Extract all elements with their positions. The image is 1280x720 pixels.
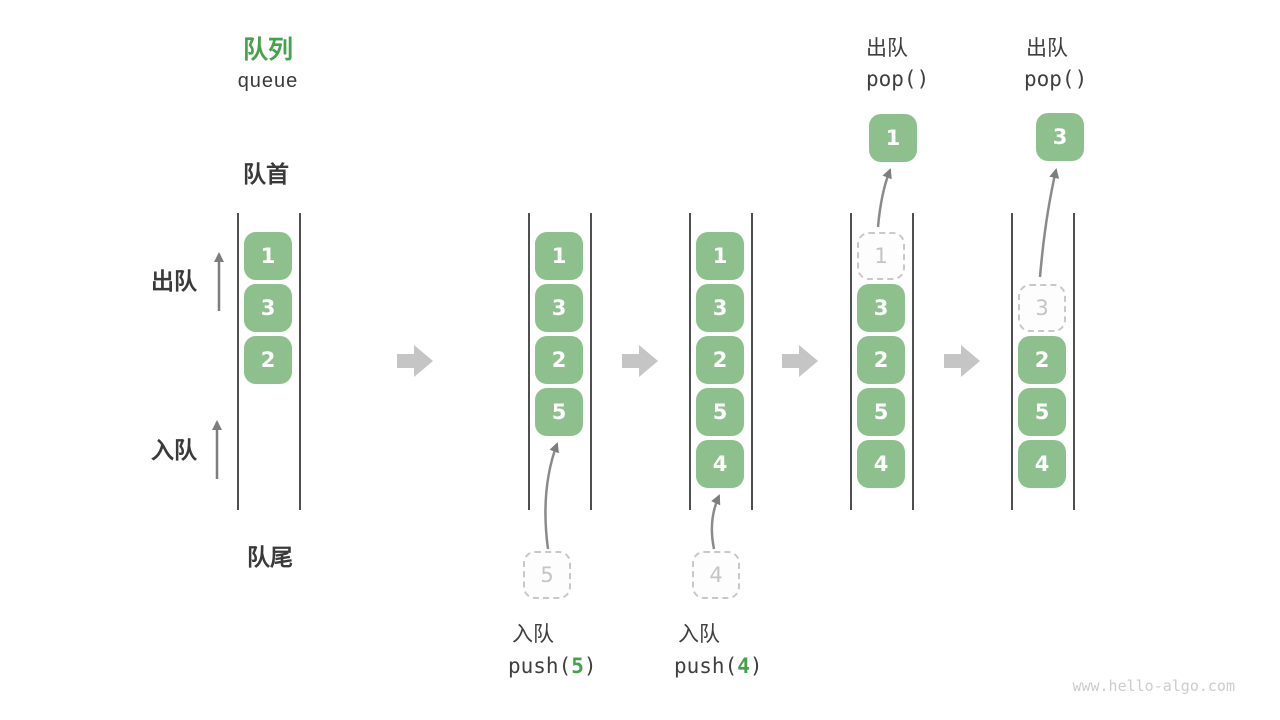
popped-cell: 1 <box>869 114 917 162</box>
queue-wall-right <box>590 213 592 510</box>
queue-cell: 2 <box>696 336 744 384</box>
queue-wall-left <box>237 213 239 510</box>
queue-cell: 4 <box>696 440 744 488</box>
queue-wall-left <box>1011 213 1013 510</box>
queue-cell: 2 <box>535 336 583 384</box>
pending-enqueue-cell: 4 <box>692 551 740 599</box>
queue-wall-left <box>689 213 691 510</box>
page-title: 队列 <box>242 36 294 64</box>
right-arrow-icon <box>944 345 980 377</box>
code-arg: 5 <box>571 654 584 678</box>
dequeue-side-label: 出队 <box>151 268 197 294</box>
queue-wall-right <box>1073 213 1075 510</box>
right-arrow-icon <box>622 345 658 377</box>
dequeue-op-label: 出队 <box>866 37 908 60</box>
queue-cell: 1 <box>535 232 583 280</box>
queue-cell: 3 <box>535 284 583 332</box>
dequeue-op-label: 出队 <box>1026 37 1068 60</box>
code-fn: push( <box>508 654 572 678</box>
curved-arrow-icon <box>710 494 721 550</box>
queue-wall-right <box>751 213 753 510</box>
watermark: www.hello-algo.com <box>1072 677 1235 695</box>
queue-cell: 5 <box>696 388 744 436</box>
queue-cell: 4 <box>857 440 905 488</box>
page-subtitle: queue <box>237 70 299 92</box>
queue-wall-right <box>299 213 301 510</box>
enqueue-op-label: 入队 <box>678 623 720 646</box>
curved-arrow-icon <box>876 168 892 228</box>
enqueue-op-code: push(5) <box>508 654 597 678</box>
queue-cell: 5 <box>857 388 905 436</box>
queue-wall-left <box>850 213 852 510</box>
removed-cell: 1 <box>857 232 905 280</box>
dequeue-op-code: pop() <box>866 67 930 91</box>
queue-cell: 1 <box>696 232 744 280</box>
queue-cell: 5 <box>535 388 583 436</box>
queue-cell: 2 <box>1018 336 1066 384</box>
right-arrow-icon <box>782 345 818 377</box>
queue-wall-left <box>528 213 530 510</box>
code-close: ) <box>583 654 597 678</box>
queue-cell: 4 <box>1018 440 1066 488</box>
right-arrow-icon <box>397 345 433 377</box>
queue-front-label: 队首 <box>243 161 289 187</box>
curved-arrow-icon <box>544 442 559 550</box>
queue-cell: 3 <box>857 284 905 332</box>
enqueue-op-label: 入队 <box>512 623 554 646</box>
queue-cell: 3 <box>696 284 744 332</box>
queue-rear-label: 队尾 <box>247 544 293 570</box>
queue-cell: 1 <box>244 232 292 280</box>
queue-cell: 2 <box>857 336 905 384</box>
popped-cell: 3 <box>1036 113 1084 161</box>
code-arg: 4 <box>737 654 750 678</box>
dequeue-op-code: pop() <box>1024 67 1088 91</box>
queue-cell: 2 <box>244 336 292 384</box>
queue-cell: 3 <box>244 284 292 332</box>
queue-cell: 5 <box>1018 388 1066 436</box>
enqueue-side-label: 入队 <box>151 437 197 463</box>
enqueue-op-code: push(4) <box>674 654 763 678</box>
code-close: ) <box>749 654 763 678</box>
queue-wall-right <box>912 213 914 510</box>
pending-enqueue-cell: 5 <box>523 551 571 599</box>
code-fn: push( <box>674 654 738 678</box>
removed-cell: 3 <box>1018 284 1066 332</box>
curved-arrow-icon <box>1038 168 1060 278</box>
